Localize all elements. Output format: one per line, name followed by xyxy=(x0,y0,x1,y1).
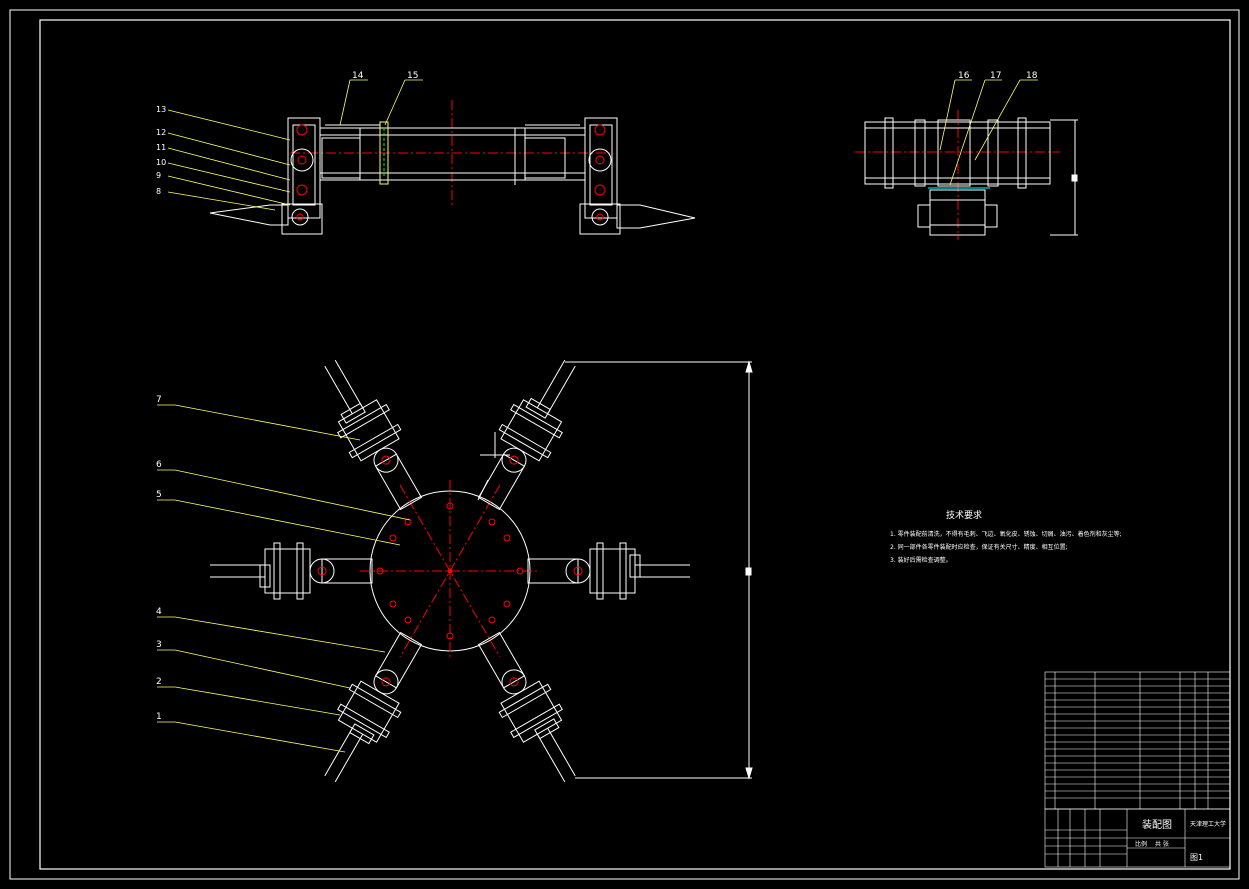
label-11: 11 xyxy=(156,143,166,152)
label-5: 5 xyxy=(156,490,162,500)
label-2: 2 xyxy=(156,677,162,687)
label-1: 1 xyxy=(156,712,162,722)
main-view xyxy=(210,359,753,783)
label-3: 3 xyxy=(156,640,162,650)
scale-label: 比例 xyxy=(1135,840,1147,848)
drawing-name: 装配图 xyxy=(1142,818,1172,831)
sheet-label: 共 张 xyxy=(1155,840,1169,848)
top-view-leaders xyxy=(167,79,423,211)
label-13: 13 xyxy=(156,105,166,114)
label-14: 14 xyxy=(352,71,364,81)
drawing-number: 图1 xyxy=(1190,853,1203,862)
top-view xyxy=(209,100,696,235)
label-12: 12 xyxy=(156,128,166,137)
label-18: 18 xyxy=(1026,71,1038,81)
outer-border xyxy=(9,9,1240,880)
side-view-leaders xyxy=(939,79,1038,186)
label-6: 6 xyxy=(156,460,162,470)
label-17: 17 xyxy=(990,71,1001,81)
tech-requirement-1: 1. 零件装配前清洗，不得有毛刺、飞边、氧化皮、锈蚀、切屑、油污、着色剂和灰尘等… xyxy=(890,530,1122,538)
label-4: 4 xyxy=(156,607,162,617)
side-view xyxy=(855,110,1078,240)
tech-requirement-2: 2. 同一部件各零件装配时应检查，保证有关尺寸、精度、相互位置; xyxy=(890,543,1068,551)
main-view-leaders xyxy=(157,404,411,753)
bom-table xyxy=(1044,671,1231,868)
label-8: 8 xyxy=(156,187,161,196)
label-16: 16 xyxy=(958,71,970,81)
tech-requirements-title: 技术要求 xyxy=(946,509,982,521)
label-10: 10 xyxy=(156,158,166,167)
label-9: 9 xyxy=(156,171,161,180)
inner-border xyxy=(39,19,1231,870)
tech-requirement-3: 3. 装好后需检查调整。 xyxy=(890,556,952,564)
university-name: 天津理工大学 xyxy=(1190,820,1226,828)
label-15: 15 xyxy=(407,71,418,81)
label-7: 7 xyxy=(156,395,162,405)
